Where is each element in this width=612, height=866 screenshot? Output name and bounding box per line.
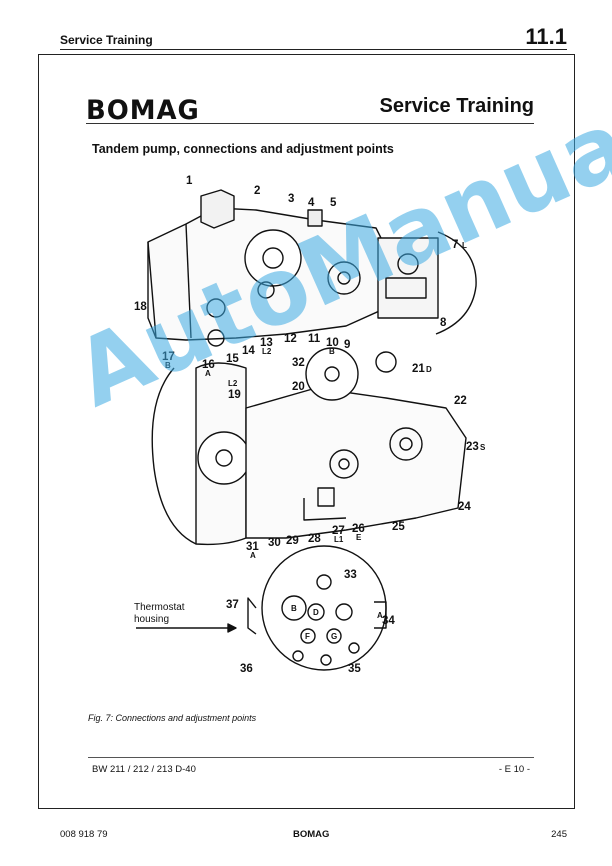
thermostat-housing-callout-line2: housing [134,614,169,625]
label-31: 31 [246,541,259,553]
label-26: 26 [352,523,365,535]
label-23: 23 [466,441,479,453]
label-10: 10 [326,337,339,349]
brand-rule [86,123,534,124]
label-27: 27 [332,525,345,537]
label-14: 14 [242,345,255,357]
label-22: 22 [454,395,467,407]
label-37: 37 [226,599,239,611]
label-21: 21 [412,363,425,375]
label-32: 32 [292,357,305,369]
label-36: 36 [240,663,253,675]
label-16: 16 [202,359,215,371]
port-a: A [377,611,383,620]
label-12: 12 [284,333,297,345]
label-11: 11 [308,333,321,345]
port-f: F [305,632,310,641]
label-1: 1 [186,175,193,187]
label-34: 34 [382,615,395,627]
port-b: B [291,604,297,613]
label-20: 20 [292,381,305,393]
running-header-title: Service Training [60,33,153,47]
label-17-sub: B [165,361,171,370]
page-frame [38,54,575,809]
label-31-sub: A [250,551,256,560]
label-33: 33 [344,569,357,581]
footer-brand: BOMAG [293,829,330,840]
label-30: 30 [268,537,281,549]
label-25: 25 [392,521,405,533]
port-d: D [313,608,319,617]
thermostat-housing-callout-line1: Thermostat [134,602,185,613]
label-21-sub: D [426,365,432,374]
label-17: 17 [162,351,175,363]
label-19-sub: L2 [228,379,238,388]
pump-drawing: 1 2 3 4 5 7 L 8 9 10 B 11 12 13 L2 14 15… [134,175,486,675]
label-28: 28 [308,533,321,545]
model-footer: BW 211 / 212 / 213 D-40 [92,764,196,775]
port-g: G [331,632,337,641]
figure-caption: Fig. 7: Connections and adjustment point… [88,713,257,723]
label-26-sub: E [356,533,362,542]
label-24: 24 [458,501,471,513]
label-23-sub: S [480,443,486,452]
label-5: 5 [330,197,337,209]
label-29: 29 [286,535,299,547]
label-35: 35 [348,663,361,675]
chapter-number: 11.1 [525,24,567,49]
label-19: 19 [228,389,241,401]
page-number: 245 [551,829,567,840]
section-heading: Tandem pump, connections and adjustment … [92,142,394,156]
label-10-sub: B [329,347,335,356]
label-9: 9 [344,339,350,351]
label-15: 15 [226,353,239,365]
section-page-footer: - E 10 - [498,764,530,775]
label-2: 2 [254,185,260,197]
label-16-sub: A [205,369,211,378]
label-7-sub: L [462,241,467,250]
label-4: 4 [308,197,315,209]
label-27-sub: L1 [334,535,344,544]
label-13: 13 [260,337,273,349]
service-training-title: Service Training [379,95,534,117]
label-13-sub: L2 [262,347,272,356]
label-18: 18 [134,301,147,313]
document-number: 008 918 79 [60,829,108,840]
header-rule [60,49,567,50]
bomag-logo: BOMAG [86,95,200,126]
label-7: 7 [452,239,458,251]
footer-rule [88,757,534,758]
label-3: 3 [288,193,294,205]
label-8: 8 [440,317,447,329]
